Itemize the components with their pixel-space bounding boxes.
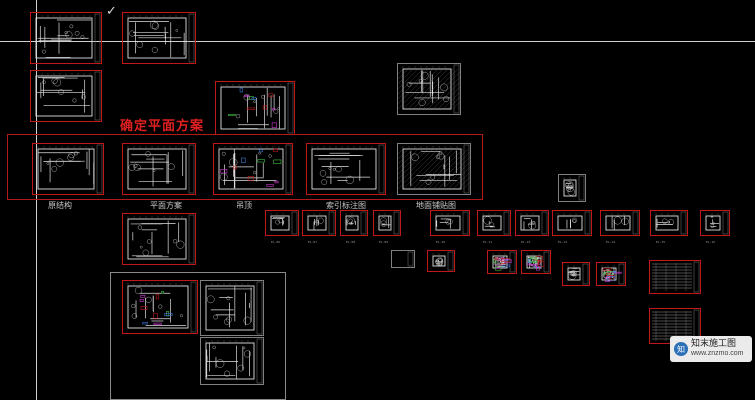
elevation-sheet-label: EL-09 (379, 240, 389, 244)
watermark-name: 知末施工图 (691, 339, 737, 349)
crosshair-horizontal (0, 41, 755, 42)
elevation-sheet[interactable] (552, 210, 592, 236)
watermark-badge: 知 知末施工图 www.znzmo.com (670, 336, 752, 362)
drawing-sheet[interactable] (391, 250, 415, 268)
crosshair-vertical (36, 0, 37, 400)
elevation-sheet[interactable] (302, 210, 336, 236)
scheme-group-frame (7, 134, 483, 200)
elevation-sheet-label: EL-10 (436, 240, 446, 244)
elevation-sheet[interactable] (265, 210, 299, 236)
elevation-sheet-label: EL-16 (706, 240, 716, 244)
drawing-sheet[interactable] (122, 280, 198, 334)
elevation-sheet-label: EL-08 (346, 240, 356, 244)
drawing-sheet[interactable] (397, 143, 471, 195)
elevation-sheet[interactable] (515, 210, 549, 236)
drawing-sheet[interactable] (649, 260, 701, 294)
elevation-sheet-label: EL-06 (271, 240, 281, 244)
elevation-sheet-label: EL-14 (606, 240, 616, 244)
elevation-sheet[interactable] (477, 210, 511, 236)
elevation-sheet-label: EL-12 (521, 240, 531, 244)
label-plan-scheme: 平面方案 (150, 201, 182, 210)
drawing-sheet[interactable] (122, 213, 196, 265)
elevation-sheet[interactable] (650, 210, 688, 236)
drawing-sheet[interactable] (558, 174, 586, 202)
elevation-sheet-label: EL-13 (558, 240, 568, 244)
drawing-sheet[interactable] (215, 81, 295, 135)
drawing-sheet[interactable] (200, 280, 264, 336)
plan-heading: 确定平面方案 (120, 119, 205, 134)
elevation-sheet-label: EL-11 (483, 240, 493, 244)
elevation-sheet[interactable] (373, 210, 401, 236)
drawing-sheet[interactable] (30, 70, 102, 122)
watermark-url: www.znzmo.com (691, 350, 744, 357)
drawing-sheet[interactable] (32, 143, 104, 195)
drawing-sheet[interactable] (562, 262, 590, 286)
drawing-sheet[interactable] (397, 63, 461, 115)
elevation-sheet[interactable] (340, 210, 368, 236)
drawing-sheet[interactable] (427, 250, 455, 272)
drawing-sheet[interactable] (122, 12, 196, 64)
elevation-sheet[interactable] (700, 210, 730, 236)
drawing-sheet[interactable] (306, 143, 386, 195)
label-index-plan: 索引标注图 (326, 201, 366, 210)
drawing-sheet[interactable] (596, 262, 626, 286)
drawing-sheet[interactable] (200, 337, 264, 385)
label-ceiling: 吊顶 (236, 201, 252, 210)
elevation-sheet[interactable] (600, 210, 640, 236)
elevation-sheet-label: EL-15 (656, 240, 666, 244)
drawing-sheet[interactable] (521, 250, 551, 274)
check-icon: ✓ (106, 4, 117, 19)
drawing-sheet[interactable] (30, 12, 102, 64)
elevation-sheet[interactable] (430, 210, 470, 236)
label-floor-plan: 地面铺贴图 (416, 201, 456, 210)
drawing-sheet[interactable] (487, 250, 517, 274)
drawing-sheet[interactable] (213, 143, 293, 195)
label-original-structure: 原结构 (48, 201, 72, 210)
elevation-sheet-label: EL-07 (308, 240, 318, 244)
drawing-sheet[interactable] (122, 143, 196, 195)
znzmo-logo-icon: 知 (674, 342, 688, 356)
